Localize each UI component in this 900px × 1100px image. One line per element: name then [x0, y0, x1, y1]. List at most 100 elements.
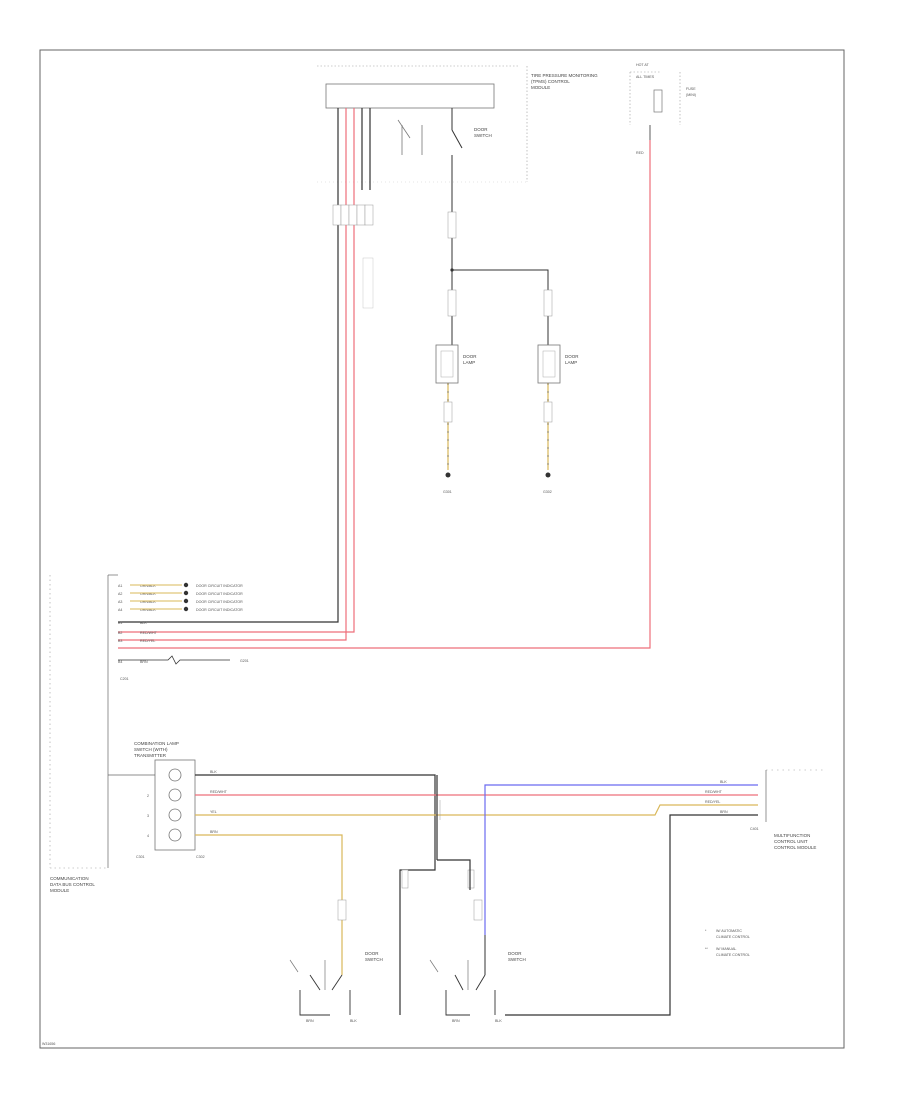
- top-module-label-2: (TPMS) CONTROL: [531, 79, 570, 84]
- right-module-label-2: CONTROL UNIT: [774, 839, 808, 844]
- left-module-ground: G201: [240, 659, 249, 663]
- top-module: TIRE PRESSURE MONITORING (TPMS) CONTROL …: [317, 65, 598, 183]
- lamp-2-label-2: LAMP: [565, 360, 577, 365]
- svg-text:B2: B2: [118, 631, 122, 635]
- svg-text:**: **: [705, 947, 708, 951]
- left-module-indicator-rows: A1 ORN/BLK DOOR CIRCUIT INDICATOR A2 ORN…: [118, 582, 249, 665]
- svg-text:BLK: BLK: [495, 1019, 502, 1023]
- svg-text:W/ MANUAL: W/ MANUAL: [716, 947, 736, 951]
- svg-text:DOOR CIRCUIT INDICATOR: DOOR CIRCUIT INDICATOR: [196, 608, 243, 612]
- door-switch-label-1: DOOR: [474, 127, 488, 132]
- bottom-switch-2-label-2: SWITCH: [508, 957, 526, 962]
- fuse-wire-label: RED: [636, 151, 644, 155]
- pin-row-a2: A2 ORN/BLK DOOR CIRCUIT INDICATOR: [118, 590, 243, 596]
- right-module-label-3: CONTROL MODULE: [774, 845, 816, 850]
- ground-wire-b4: [118, 655, 230, 665]
- right-module: BLK RED/WHT RED/YEL BRN C401 MULTIFUNCTI…: [705, 769, 825, 850]
- svg-text:DOOR CIRCUIT INDICATOR: DOOR CIRCUIT INDICATOR: [196, 584, 243, 588]
- fuse-label-2: ALL TIMES: [636, 75, 655, 79]
- lamp-1-label-1: DOOR: [463, 354, 477, 359]
- pin-row-a3: A3 ORN/BLK DOOR CIRCUIT INDICATOR: [118, 598, 243, 604]
- svg-text:ORN/BLK: ORN/BLK: [140, 584, 156, 588]
- bottom-switch-1-label-2: SWITCH: [365, 957, 383, 962]
- right-module-label-1: MULTIFUNCTION: [774, 833, 810, 838]
- left-module-connector: C201: [120, 677, 129, 681]
- pin-labels-b: B1 BLK B2 RED/WHT B3 RED/YEL B4 BRN: [118, 621, 158, 664]
- top-module-wires: [118, 108, 374, 641]
- svg-text:ORN/BLK: ORN/BLK: [140, 592, 156, 596]
- bottom-switch-2-label-1: DOOR: [508, 951, 522, 956]
- svg-text:BRN: BRN: [210, 830, 218, 834]
- svg-text:RED/WHT: RED/WHT: [140, 631, 158, 635]
- fuse-label-3: FUSE: [686, 87, 696, 91]
- bus-wires: BLK RED/WHT YEL BRN: [195, 770, 758, 1016]
- svg-text:RED/YEL: RED/YEL: [705, 800, 720, 804]
- svg-text:2: 2: [147, 794, 149, 798]
- bottom-switch-1: DOOR SWITCH BRN BLK: [289, 899, 383, 1023]
- svg-text:BRN: BRN: [452, 1019, 460, 1023]
- figure-id: W31656: [42, 1042, 55, 1046]
- right-module-connector: C401: [750, 827, 759, 831]
- svg-text:RED/WHT: RED/WHT: [210, 790, 228, 794]
- svg-text:W/ AUTOMATIC: W/ AUTOMATIC: [716, 929, 742, 933]
- fuse-element: [653, 89, 663, 113]
- svg-text:BRN: BRN: [720, 810, 728, 814]
- bottom-module-label-1: COMBINATION LAMP: [134, 741, 179, 746]
- top-module-label-1: TIRE PRESSURE MONITORING: [531, 73, 598, 78]
- svg-text:ORN/BLK: ORN/BLK: [140, 600, 156, 604]
- svg-text:3: 3: [147, 814, 149, 818]
- lamp-branch: [447, 211, 553, 345]
- svg-text:RED/YEL: RED/YEL: [140, 639, 155, 643]
- svg-text:RED/WHT: RED/WHT: [705, 790, 723, 794]
- svg-text:4: 4: [147, 834, 149, 838]
- top-door-switch: DOOR SWITCH: [397, 108, 492, 270]
- lamp-2-label-1: DOOR: [565, 354, 579, 359]
- svg-text:BLK: BLK: [210, 770, 217, 774]
- top-module-label-3: MODULE: [531, 85, 550, 90]
- fuse-label-1: HOT AT: [636, 63, 649, 67]
- bottom-module-connector-left: C301: [136, 855, 145, 859]
- door-switch-label-2: SWITCH: [474, 133, 492, 138]
- svg-text:ORN/BLK: ORN/BLK: [140, 608, 156, 612]
- pin-row-a1: A1 ORN/BLK DOOR CIRCUIT INDICATOR: [118, 582, 243, 588]
- svg-text:A1: A1: [118, 584, 122, 588]
- fuse: HOT AT ALL TIMES FUSE (MINI) RED: [629, 63, 696, 155]
- svg-text:*: *: [705, 929, 707, 933]
- left-module: COMMUNICATION DATA BUS CONTROL MODULE C2…: [49, 574, 129, 893]
- door-lamp-1: DOOR LAMP G301: [435, 344, 477, 494]
- lamp-2-ground: G302: [543, 490, 552, 494]
- svg-text:BRN: BRN: [140, 660, 148, 664]
- fuse-label-4: (MINI): [686, 93, 696, 97]
- bottom-module-connector-right: C302: [196, 855, 205, 859]
- svg-text:BRN: BRN: [306, 1019, 314, 1023]
- svg-text:BLK: BLK: [350, 1019, 357, 1023]
- svg-text:DOOR CIRCUIT INDICATOR: DOOR CIRCUIT INDICATOR: [196, 592, 243, 596]
- svg-text:A4: A4: [118, 608, 122, 612]
- svg-text:A3: A3: [118, 600, 122, 604]
- left-module-label-2: DATA BUS CONTROL: [50, 882, 95, 887]
- svg-text:YEL: YEL: [210, 810, 217, 814]
- svg-text:B4: B4: [118, 660, 122, 664]
- bottom-switch-2: DOOR SWITCH BRN BLK: [429, 899, 526, 1023]
- door-lamp-2: DOOR LAMP G302: [537, 344, 579, 494]
- pin-row-a4: A4 ORN/BLK DOOR CIRCUIT INDICATOR: [118, 606, 243, 612]
- lamp-1-ground: G301: [443, 490, 452, 494]
- left-module-label-3: MODULE: [50, 888, 69, 893]
- bottom-module: COMBINATION LAMP SWITCH (WITH) TRANSMITT…: [108, 741, 205, 859]
- svg-text:DOOR CIRCUIT INDICATOR: DOOR CIRCUIT INDICATOR: [196, 600, 243, 604]
- bottom-module-label-3: TRANSMITTER: [134, 753, 167, 758]
- svg-text:B3: B3: [118, 639, 122, 643]
- svg-text:BLK: BLK: [720, 780, 727, 784]
- svg-text:B1: B1: [118, 621, 122, 625]
- svg-text:CLIMATE CONTROL: CLIMATE CONTROL: [716, 953, 750, 957]
- svg-text:CLIMATE CONTROL: CLIMATE CONTROL: [716, 935, 750, 939]
- lamp-1-label-2: LAMP: [463, 360, 475, 365]
- notes: * W/ AUTOMATIC CLIMATE CONTROL ** W/ MAN…: [705, 929, 750, 957]
- svg-text:BLK: BLK: [140, 621, 147, 625]
- left-module-label-1: COMMUNICATION: [50, 876, 89, 881]
- fuse-feed-wire: [118, 140, 651, 649]
- top-module-connector: [325, 83, 495, 109]
- bottom-module-label-2: SWITCH (WITH): [134, 747, 168, 752]
- svg-text:A2: A2: [118, 592, 122, 596]
